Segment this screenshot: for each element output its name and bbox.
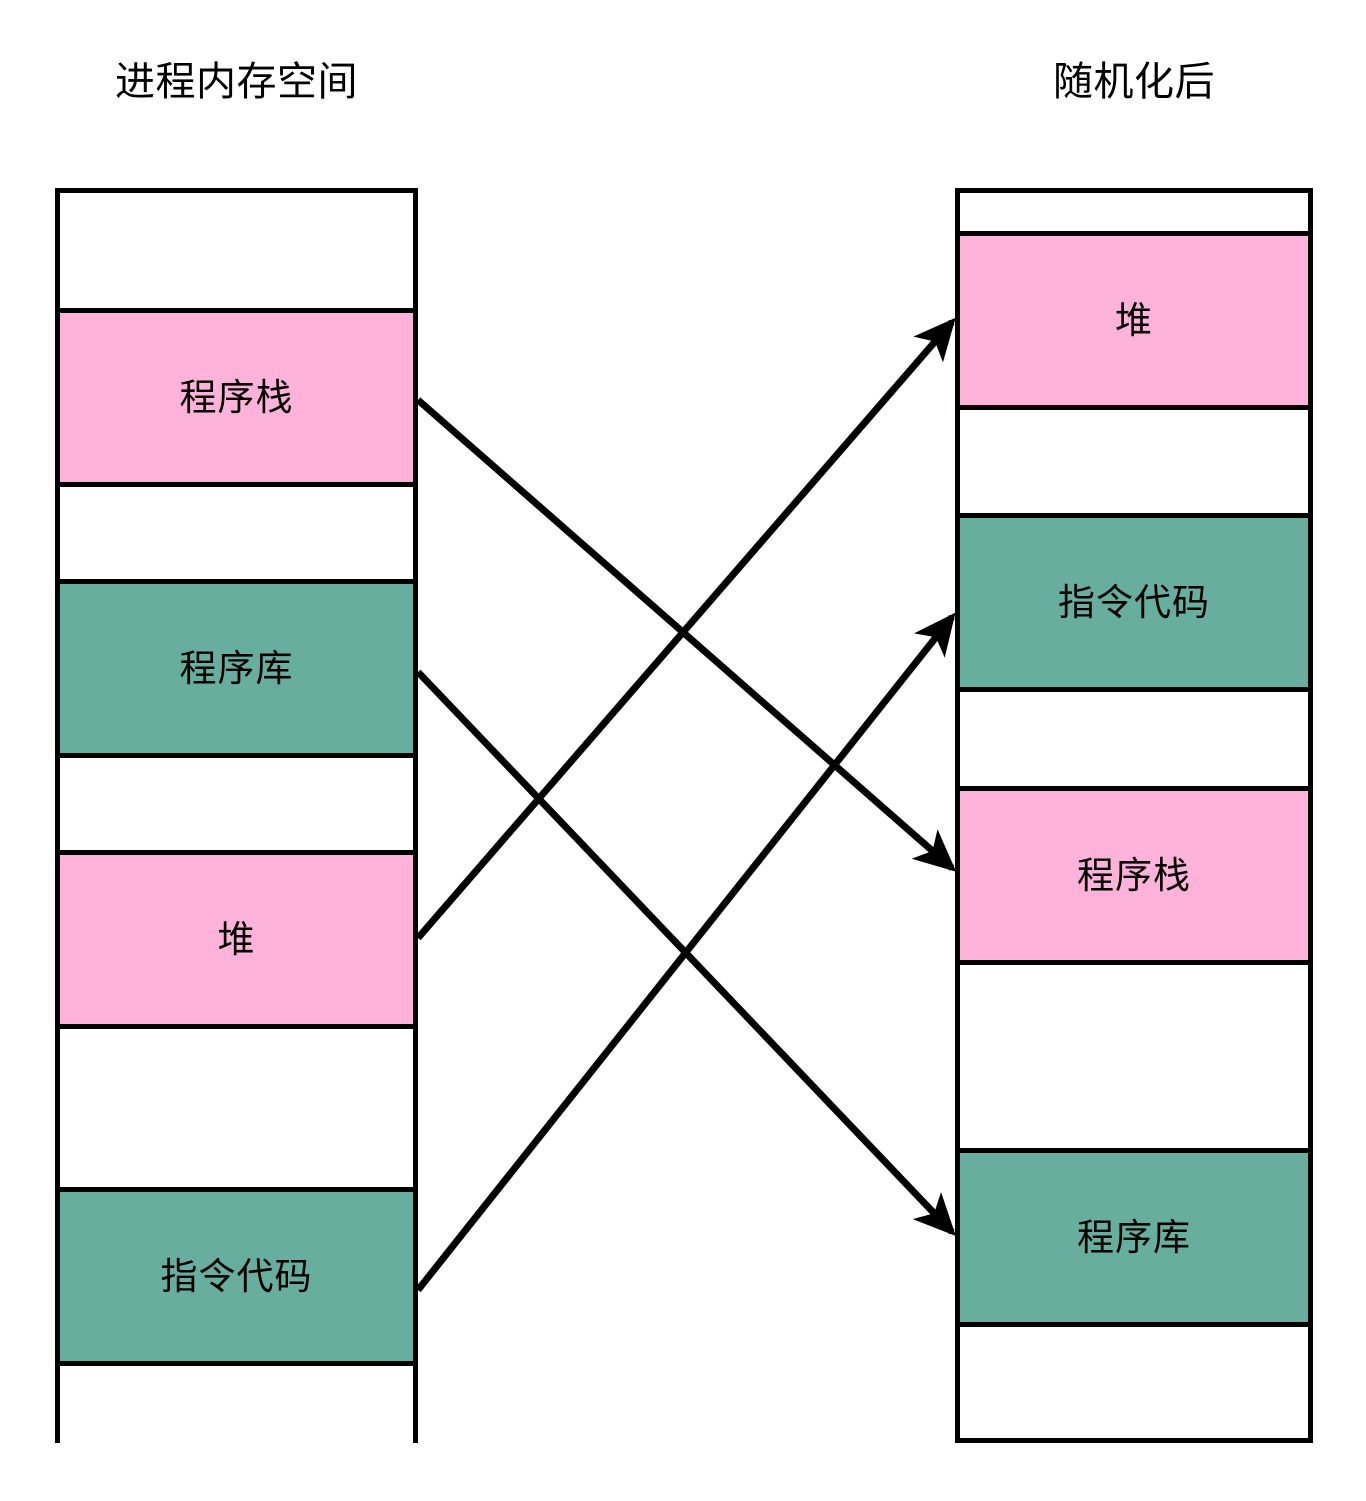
memory-block-library: 程序库 [960,1153,1308,1327]
right-column-title: 随机化后 [1053,60,1215,104]
mapping-arrow [415,397,957,872]
memory-block-heap: 堆 [960,236,1308,410]
left-column-title: 进程内存空间 [115,60,358,104]
memory-block-label: 程序库 [179,648,294,689]
memory-block-label: 程序栈 [179,377,294,418]
randomized-memory-column: 堆 指令代码 程序栈 程序库 [955,188,1313,1443]
memory-block-label: 堆 [1115,300,1153,341]
memory-block-library: 程序库 [60,584,413,758]
memory-block [60,758,413,855]
memory-block [960,193,1308,236]
memory-block-heap: 堆 [60,855,413,1029]
memory-block [60,1029,413,1192]
memory-block [960,1327,1308,1423]
memory-block [60,193,413,313]
memory-block [960,965,1308,1153]
memory-block-stack: 程序栈 [960,791,1308,965]
memory-block [960,410,1308,518]
memory-block-label: 堆 [217,919,256,960]
memory-block-label: 指令代码 [1058,582,1210,623]
mapping-arrow [415,669,956,1237]
memory-block [60,1366,413,1448]
memory-block-label: 指令代码 [160,1256,313,1297]
mapping-arrow [415,612,956,1293]
process-memory-column: 程序栈 程序库 堆 指令代码 [55,188,418,1448]
memory-block-code: 指令代码 [960,518,1308,692]
memory-block [60,487,413,584]
memory-block-stack: 程序栈 [60,313,413,487]
memory-block-code: 指令代码 [60,1192,413,1366]
mapping-arrow [415,317,956,941]
memory-block-label: 程序栈 [1077,855,1191,896]
memory-block [960,692,1308,791]
memory-block-label: 程序库 [1077,1217,1191,1258]
